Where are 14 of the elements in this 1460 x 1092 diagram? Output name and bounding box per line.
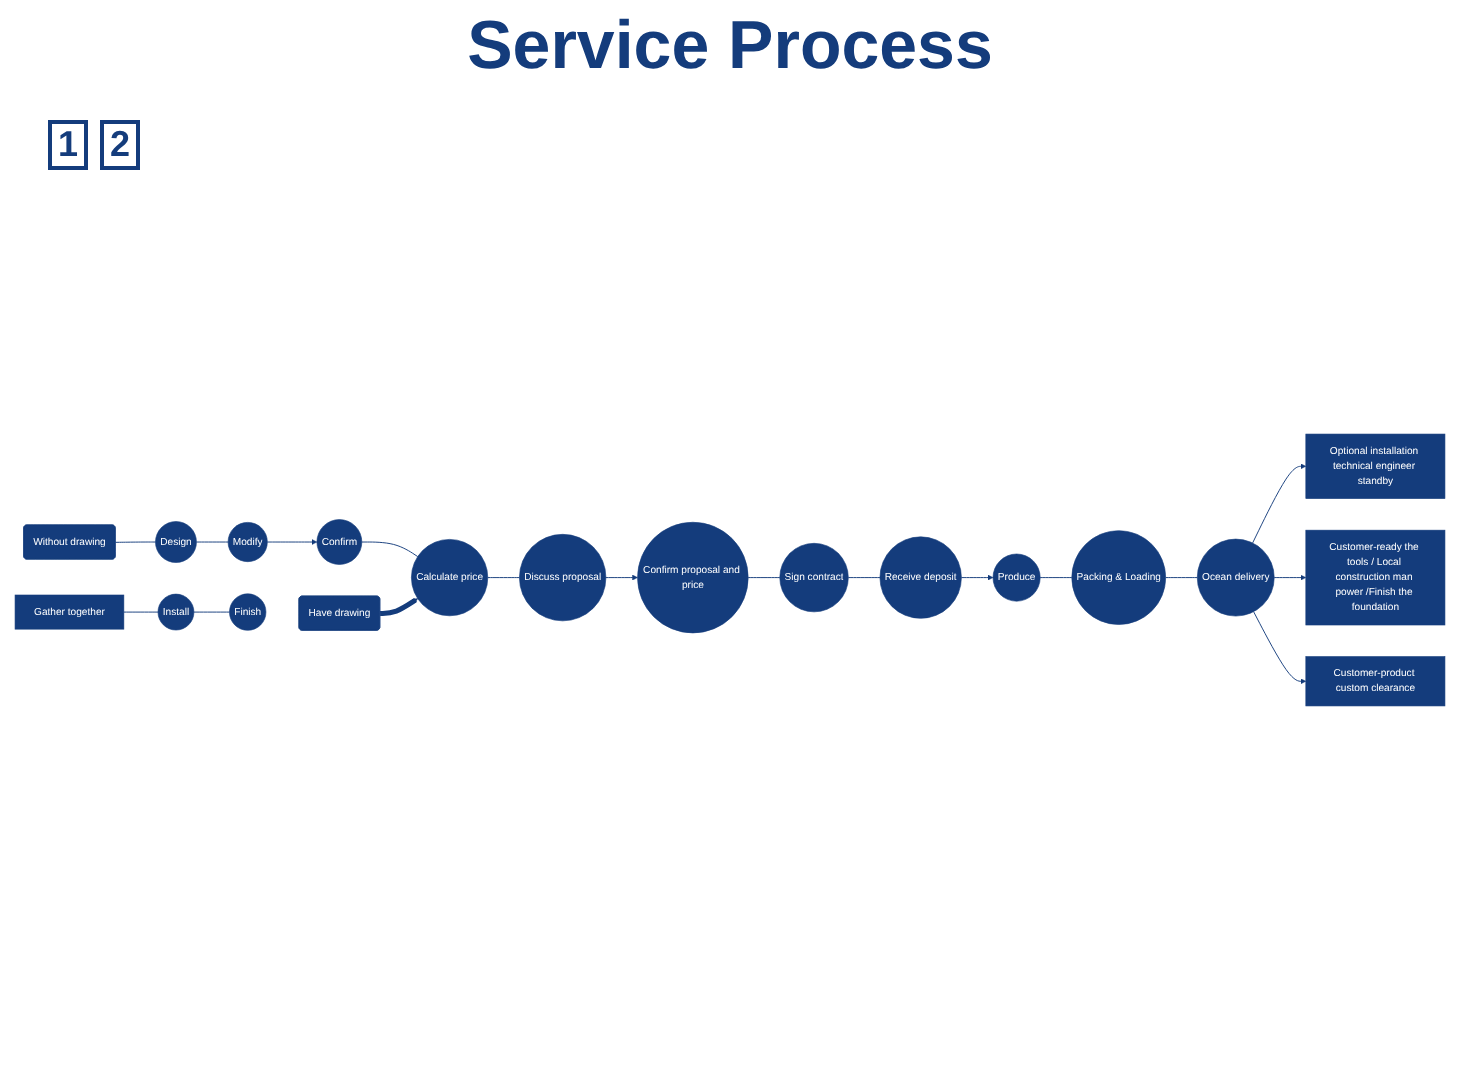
connector bbox=[115, 541, 156, 543]
title: Service Process bbox=[465, 8, 995, 86]
connector bbox=[1165, 577, 1198, 579]
arrow bbox=[380, 597, 418, 616]
connector bbox=[747, 577, 781, 579]
connector bbox=[193, 611, 230, 613]
connector bbox=[847, 577, 881, 579]
connector bbox=[123, 611, 159, 613]
connector bbox=[1039, 577, 1073, 579]
callout-number: 2 bbox=[100, 120, 141, 170]
callout-number: 1 bbox=[48, 120, 89, 170]
connector bbox=[195, 541, 229, 543]
connector bbox=[361, 541, 419, 558]
connector bbox=[487, 577, 520, 579]
